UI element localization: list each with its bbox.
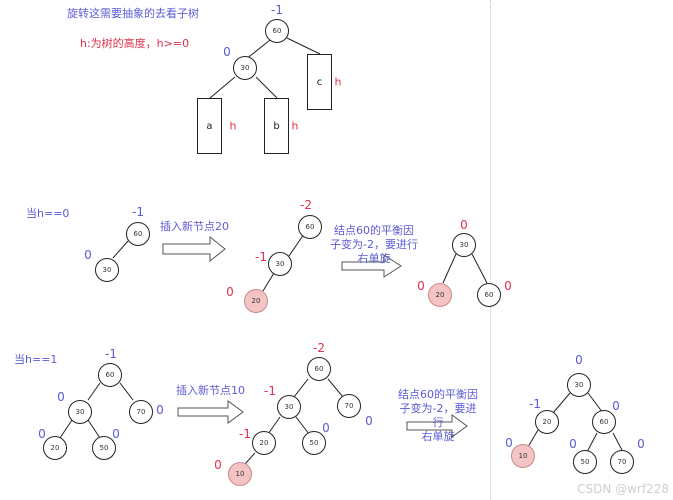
balance-factor: 0 bbox=[223, 45, 231, 59]
rotate-caption: 结点60的平衡因 子变为-2，要进行 右单旋 bbox=[396, 388, 480, 444]
tree-node-30: 30 bbox=[233, 56, 257, 80]
balance-factor: 0 bbox=[214, 458, 222, 472]
balance-factor: -1 bbox=[271, 3, 283, 17]
arrow-insert-20 bbox=[162, 235, 226, 263]
subtree-height-label: h bbox=[291, 119, 299, 133]
case-h0-title: 当h==0 bbox=[26, 207, 70, 220]
balance-factor: -1 bbox=[264, 384, 276, 398]
tree-node-10-new: 10 bbox=[228, 462, 252, 486]
caption-line: 子变为-2，要进行 bbox=[399, 402, 477, 429]
tree-node-20-new: 20 bbox=[428, 283, 452, 307]
tree-node-60: 60 bbox=[477, 283, 501, 307]
abstract-subtree-note: 旋转这需要抽象的去看子树 bbox=[67, 7, 199, 20]
balance-factor: 0 bbox=[417, 279, 425, 293]
tree-node-10-new: 10 bbox=[511, 444, 535, 468]
tree-node-30: 30 bbox=[452, 233, 476, 257]
tree-node-20: 20 bbox=[535, 410, 559, 434]
tree-node-30: 30 bbox=[277, 395, 301, 419]
arrow-rotate-h1 bbox=[406, 414, 468, 438]
balance-factor: 0 bbox=[322, 421, 330, 435]
tree-node-60: 60 bbox=[98, 363, 122, 387]
subtree-height-label: h bbox=[229, 119, 237, 133]
caption-line: 子变为-2，要进行 bbox=[330, 238, 418, 251]
tree-node-60: 60 bbox=[298, 215, 322, 239]
arrow-insert-10 bbox=[177, 400, 244, 424]
subtree-height-label: h bbox=[334, 75, 342, 89]
insert-label: 插入新节点10 bbox=[176, 384, 245, 397]
subtree-a: a bbox=[197, 98, 222, 154]
balance-factor: 0 bbox=[226, 285, 234, 299]
balance-factor: -2 bbox=[313, 341, 325, 355]
caption-line: 结点60的平衡因 bbox=[398, 388, 478, 401]
caption-line: 右单旋 bbox=[357, 252, 391, 265]
tree-node-70: 70 bbox=[337, 394, 361, 418]
tree-node-20: 20 bbox=[252, 431, 276, 455]
watermark: CSDN @wrf228 bbox=[577, 482, 669, 496]
tree-node-60: 60 bbox=[265, 19, 289, 43]
insert-label: 插入新节点20 bbox=[160, 220, 229, 233]
balance-factor: 0 bbox=[365, 414, 373, 428]
tree-node-50: 50 bbox=[573, 450, 597, 474]
balance-factor: -1 bbox=[529, 397, 541, 411]
balance-factor: 0 bbox=[505, 436, 513, 450]
tree-node-50: 50 bbox=[92, 436, 116, 460]
balance-factor: 0 bbox=[460, 218, 468, 232]
caption-line: 右单旋 bbox=[421, 430, 455, 443]
balance-factor: 0 bbox=[569, 437, 577, 451]
tree-node-30: 30 bbox=[95, 258, 119, 282]
arrow-rotate-h0 bbox=[341, 254, 402, 278]
balance-factor: 0 bbox=[575, 353, 583, 367]
tree-node-20: 20 bbox=[43, 436, 67, 460]
balance-factor: -1 bbox=[255, 250, 267, 264]
tree-node-70: 70 bbox=[129, 400, 153, 424]
tree-node-30: 30 bbox=[268, 252, 292, 276]
balance-factor: -1 bbox=[132, 205, 144, 219]
balance-factor: 0 bbox=[504, 279, 512, 293]
tree-node-20-new: 20 bbox=[244, 289, 268, 313]
balance-factor: -1 bbox=[239, 427, 251, 441]
tree-node-30: 30 bbox=[567, 373, 591, 397]
balance-factor: 0 bbox=[637, 437, 645, 451]
balance-factor: -2 bbox=[300, 198, 312, 212]
tree-node-50: 50 bbox=[302, 431, 326, 455]
tree-node-60: 60 bbox=[126, 222, 150, 246]
balance-factor: -1 bbox=[105, 347, 117, 361]
balance-factor: 0 bbox=[612, 399, 620, 413]
balance-factor: 0 bbox=[57, 390, 65, 404]
caption-line: 结点60的平衡因 bbox=[334, 224, 414, 237]
balance-factor: 0 bbox=[156, 403, 164, 417]
tree-node-60: 60 bbox=[307, 357, 331, 381]
tree-node-60: 60 bbox=[592, 410, 616, 434]
tree-node-30: 30 bbox=[68, 400, 92, 424]
balance-factor: 0 bbox=[84, 248, 92, 262]
subtree-b: b bbox=[264, 98, 289, 154]
subtree-c: c bbox=[307, 54, 332, 110]
height-definition-note: h:为树的高度，h>=0 bbox=[80, 37, 190, 50]
case-h1-title: 当h==1 bbox=[14, 353, 58, 366]
tree-node-70: 70 bbox=[610, 450, 634, 474]
divider-line bbox=[490, 0, 491, 500]
rotate-caption: 结点60的平衡因 子变为-2，要进行 右单旋 bbox=[330, 224, 418, 266]
balance-factor: 0 bbox=[38, 427, 46, 441]
balance-factor: 0 bbox=[112, 427, 120, 441]
